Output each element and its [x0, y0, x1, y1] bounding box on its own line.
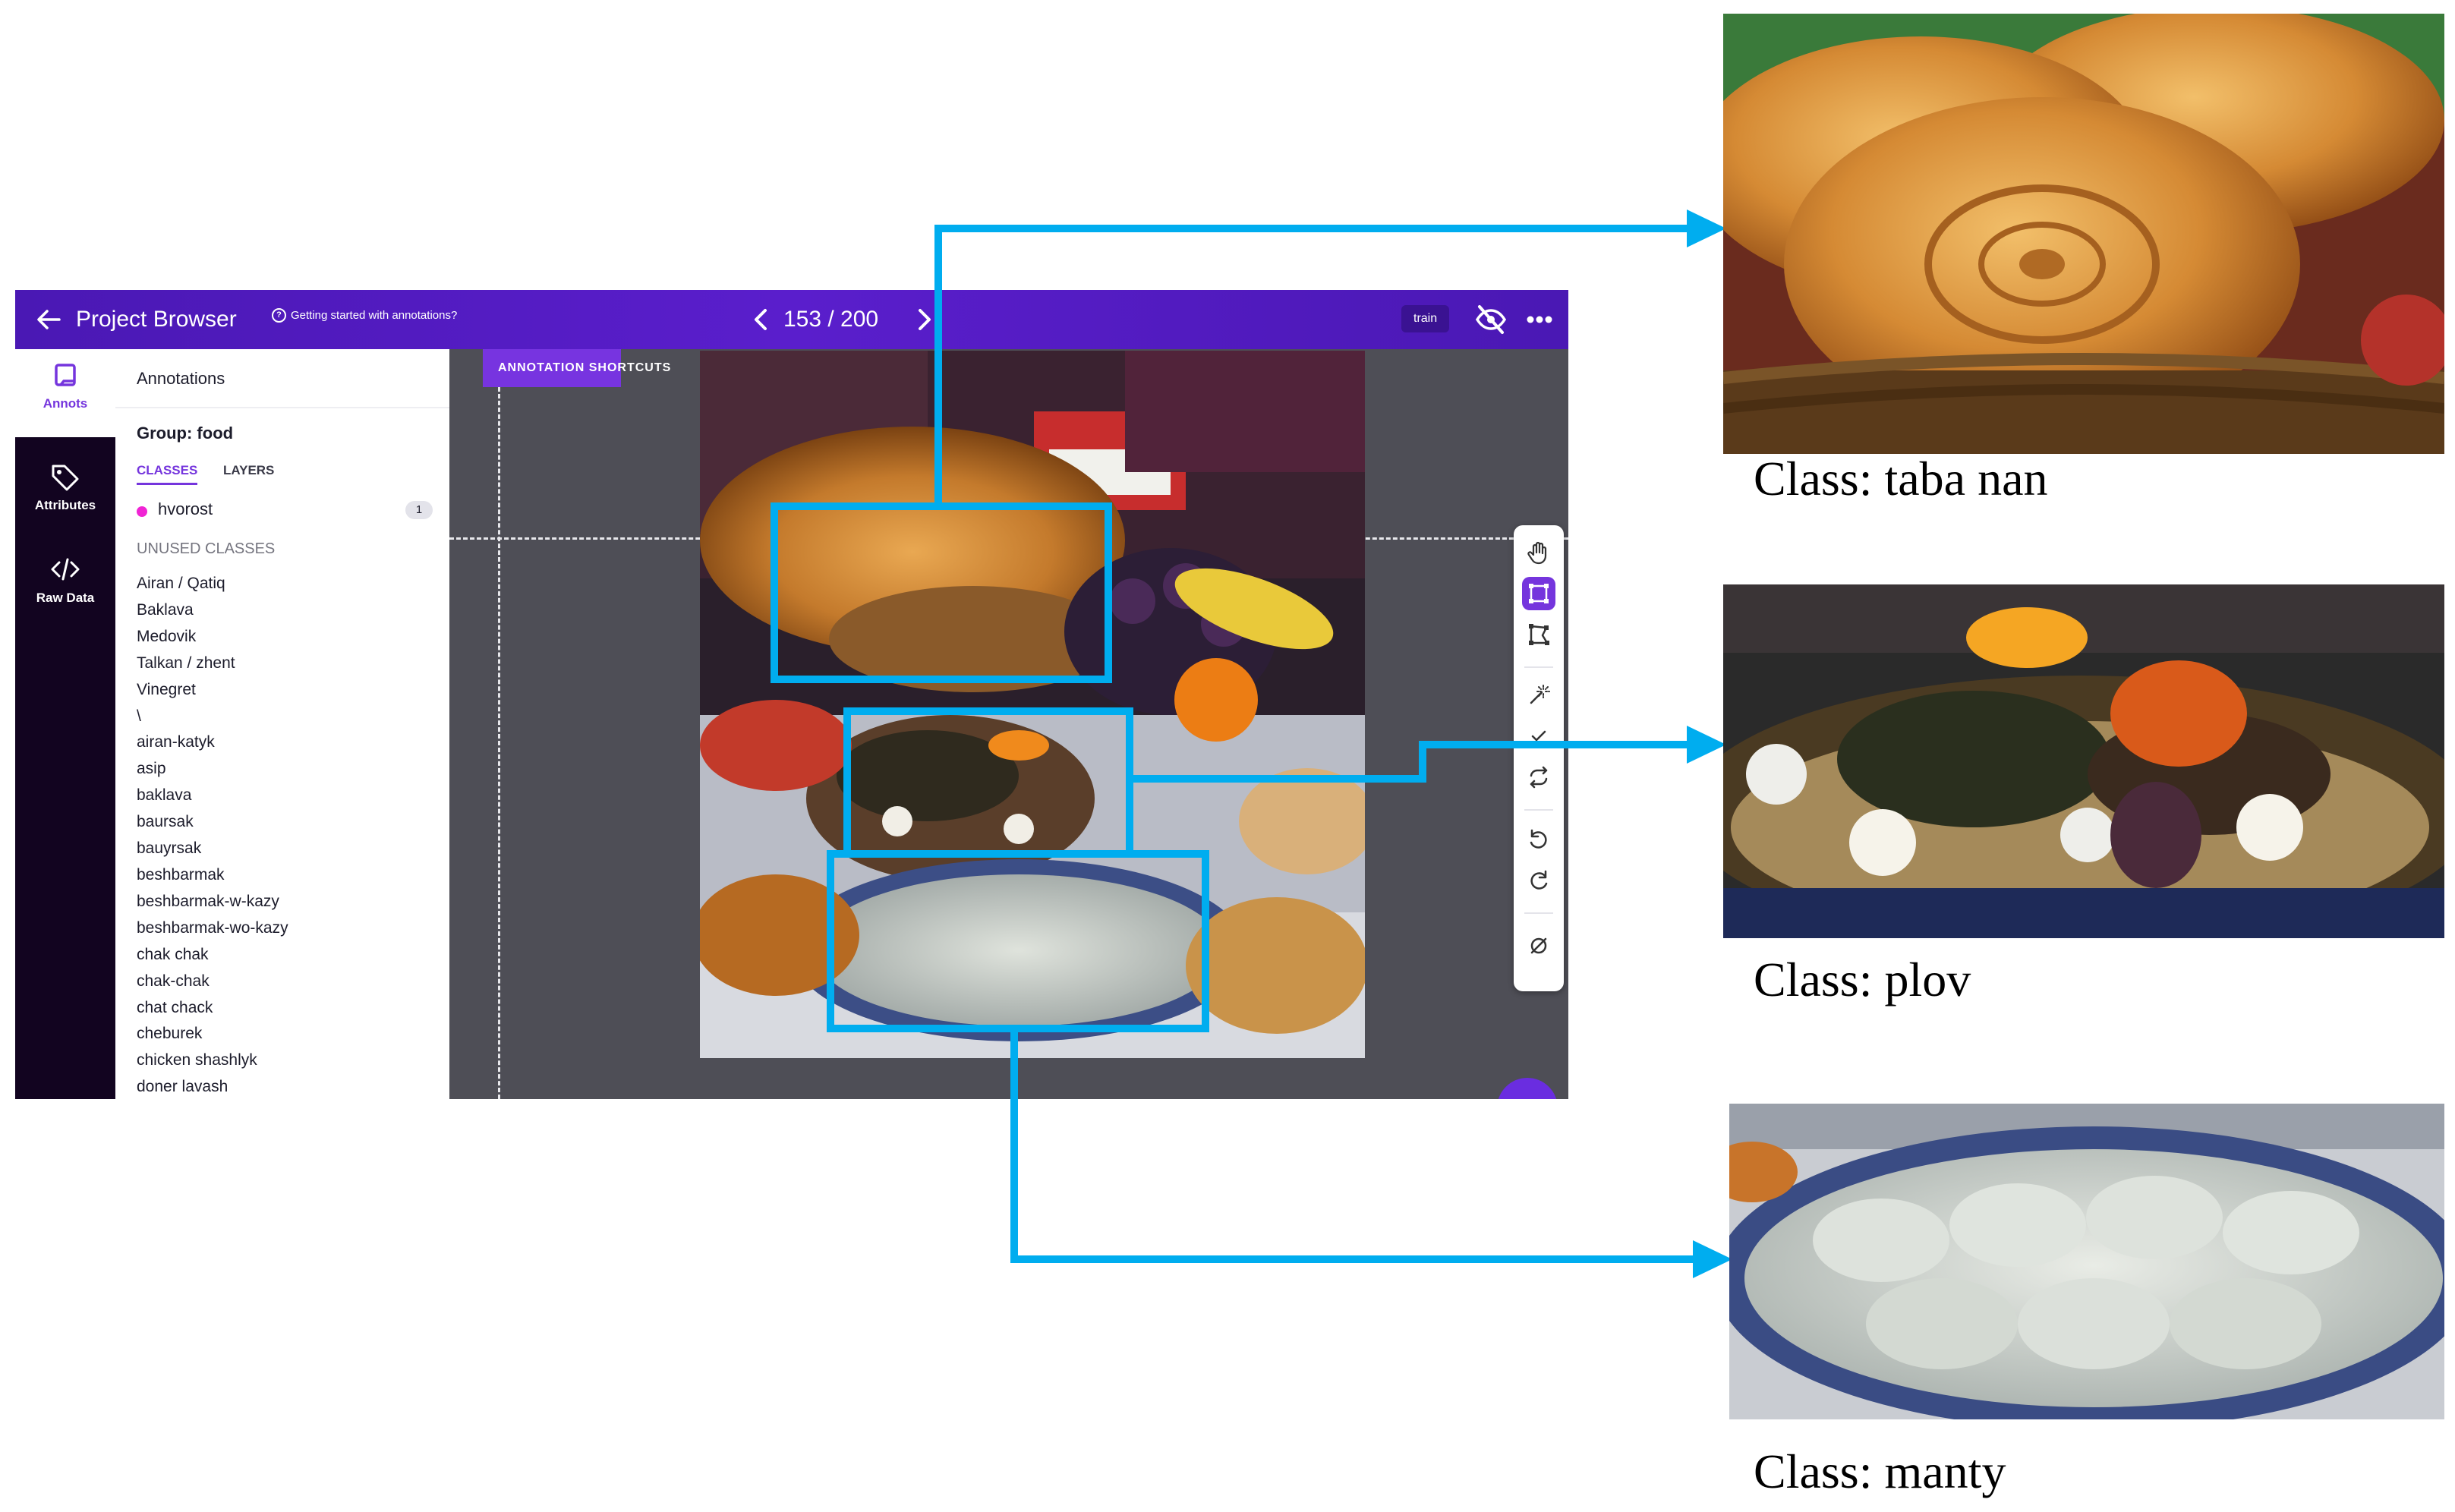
rail-item-attributes[interactable]: Attributes — [15, 451, 115, 539]
class-list-item[interactable]: Medovik — [137, 627, 197, 645]
help-link[interactable]: ? Getting started with annotations? — [272, 304, 457, 326]
annotation-shortcuts-button[interactable]: ANNOTATION SHORTCUTS — [483, 349, 670, 387]
bounding-box-icon[interactable] — [1522, 577, 1555, 610]
chevron-right-icon[interactable] — [908, 304, 940, 335]
rail-label: Raw Data — [36, 591, 95, 605]
class-list-item[interactable]: airan-katyk — [137, 733, 215, 751]
unused-class-list: Airan / Qatiq Baklava Medovik Talkan / z… — [137, 571, 288, 1099]
class-list-item[interactable]: Talkan / zhent — [137, 654, 235, 672]
help-link-text: Getting started with annotations? — [291, 308, 458, 322]
unused-classes-heading: UNUSED CLASSES — [137, 540, 276, 557]
class-name: hvorost — [158, 499, 213, 518]
class-list-item[interactable]: chak-chak — [137, 972, 210, 990]
panel-divider — [115, 407, 449, 408]
bbox-taba-nan — [771, 502, 1112, 683]
class-list-item[interactable]: beshbarmak — [137, 865, 225, 884]
class-list-item[interactable]: \ — [137, 707, 141, 725]
repeat-icon[interactable] — [1522, 761, 1555, 794]
callout-arrow-line — [1419, 741, 1426, 783]
help-circle-icon: ? — [272, 307, 286, 323]
class-list-item[interactable]: chat chack — [137, 998, 213, 1016]
code-icon — [51, 558, 80, 581]
crosshair-guide-vertical — [498, 387, 500, 1099]
split-tag[interactable]: train — [1401, 305, 1450, 332]
crop-image-taba-nan — [1723, 14, 2444, 454]
class-color-dot — [137, 506, 147, 517]
class-list-item[interactable]: baursak — [137, 813, 194, 831]
class-count-badge: 1 — [405, 501, 433, 519]
pan-hand-icon[interactable] — [1522, 536, 1555, 569]
toolbox-divider — [1524, 912, 1553, 914]
annotation-toolbox — [1514, 525, 1564, 991]
polygon-icon[interactable] — [1522, 618, 1555, 651]
clear-icon[interactable] — [1522, 929, 1555, 962]
class-list-item[interactable]: chak chak — [137, 945, 209, 963]
arrow-left-icon[interactable] — [32, 302, 67, 337]
tab-classes[interactable]: CLASSES — [137, 463, 198, 485]
toolbox-divider — [1524, 666, 1553, 668]
rail-item-annots[interactable]: Annots — [15, 349, 115, 437]
callout-arrow-line — [1010, 1255, 1698, 1263]
food-table-photo[interactable] — [700, 351, 1365, 1058]
rail-item-raw-data[interactable]: Raw Data — [15, 543, 115, 632]
crop-image-manty — [1729, 1104, 2444, 1419]
arrow-head-icon — [1693, 1240, 1732, 1278]
class-list-item[interactable]: bauyrsak — [137, 839, 202, 858]
brush-icon[interactable] — [1522, 720, 1555, 753]
used-class-row[interactable]: hvorost 1 — [137, 498, 433, 524]
redo-icon[interactable] — [1522, 864, 1555, 897]
tab-layers[interactable]: LAYERS — [223, 463, 275, 477]
rail-label: Attributes — [34, 498, 96, 512]
arrow-head-icon — [1687, 209, 1726, 247]
class-list-item[interactable]: beshbarmak-w-kazy — [137, 892, 279, 910]
panel-heading: Annotations — [137, 369, 225, 388]
crop-caption: Class: taba nan — [1754, 452, 2048, 506]
class-list-item[interactable]: chicken shashlyk — [137, 1051, 257, 1069]
class-list-item[interactable]: asip — [137, 760, 166, 778]
annotation-canvas[interactable]: ANNOTATION SHORTCUTS — [449, 349, 1568, 1099]
food-table-photo-illustration — [700, 351, 1365, 1058]
class-list-item[interactable]: baklava — [137, 786, 192, 805]
page-indicator: 153 / 200 — [783, 307, 879, 332]
chevron-left-icon[interactable] — [745, 304, 777, 335]
bbox-plov — [843, 707, 1133, 858]
class-list-item[interactable]: Baklava — [137, 600, 194, 619]
left-rail: Annots Attributes Raw Data — [15, 349, 115, 1099]
floating-action-button[interactable] — [1497, 1078, 1558, 1099]
toolbox-divider — [1524, 809, 1553, 811]
group-title: Group: food — [137, 424, 234, 443]
callout-arrow-line — [934, 225, 1692, 232]
annotation-icon — [55, 364, 76, 386]
crop-caption: Class: manty — [1754, 1444, 2006, 1498]
callout-arrow-line — [1130, 775, 1426, 783]
callout-arrow-line — [1419, 741, 1692, 748]
taba-nan-crop-illustration — [1723, 14, 2444, 454]
magic-wand-icon[interactable] — [1522, 679, 1555, 712]
manty-crop-illustration — [1729, 1104, 2444, 1419]
class-list-item[interactable]: doner lavash — [137, 1078, 228, 1096]
annotation-app-window: Project Browser ? Getting started with a… — [15, 290, 1568, 1099]
annotations-panel: Annotations Group: food CLASSES LAYERS h… — [115, 349, 449, 1099]
project-browser-title[interactable]: Project Browser — [76, 307, 237, 332]
tag-icon — [52, 465, 79, 491]
bbox-manty — [827, 850, 1209, 1032]
top-bar: Project Browser ? Getting started with a… — [15, 290, 1568, 349]
class-list-item[interactable]: Vinegret — [137, 680, 196, 698]
class-list-item[interactable]: Airan / Qatiq — [137, 575, 225, 592]
eye-off-icon[interactable] — [1473, 302, 1509, 337]
crop-image-plov — [1723, 584, 2444, 938]
arrow-head-icon — [1687, 726, 1726, 764]
class-list-item[interactable]: beshbarmak-wo-kazy — [137, 918, 288, 937]
class-list-item[interactable]: cheburek — [137, 1025, 203, 1043]
callout-arrow-line — [1010, 1029, 1018, 1263]
undo-icon[interactable] — [1522, 823, 1555, 856]
rail-label: Annots — [43, 396, 88, 411]
more-horizontal-icon[interactable] — [1524, 304, 1555, 335]
crop-caption: Class: plov — [1754, 953, 1971, 1006]
plov-crop-illustration — [1723, 584, 2444, 938]
callout-arrow-line — [934, 225, 942, 506]
